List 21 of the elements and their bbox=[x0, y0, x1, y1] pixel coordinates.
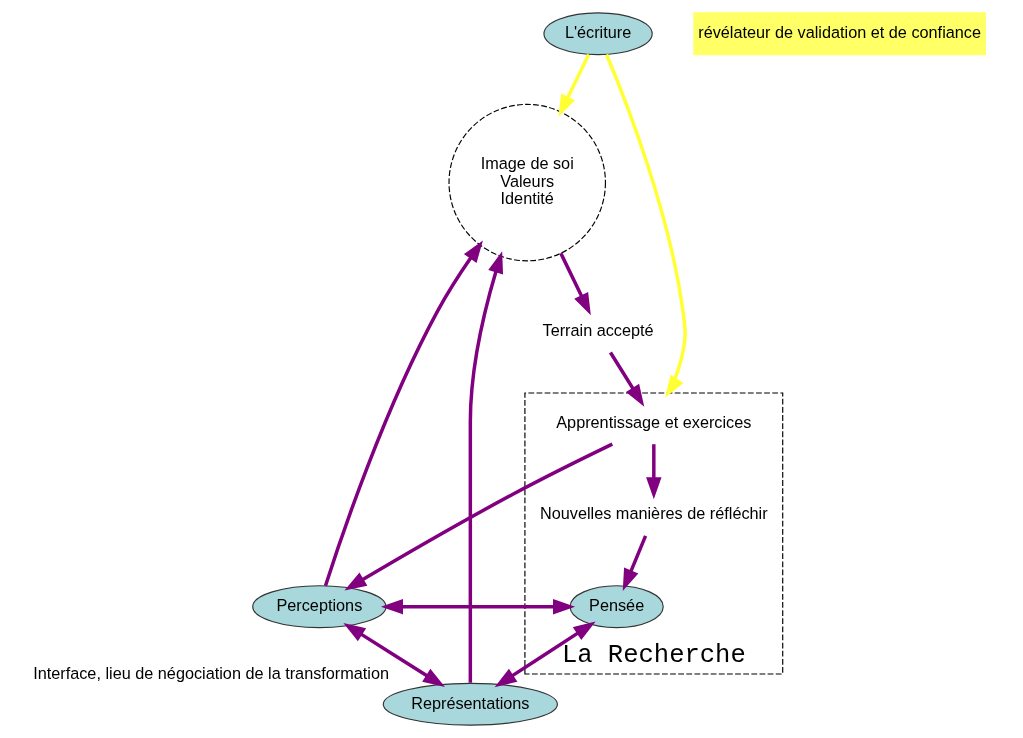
arrow bbox=[342, 622, 445, 688]
node-text: Apprentissage et exercices bbox=[555, 412, 751, 431]
node-text: Nouvelles manières de réfléchir bbox=[539, 504, 768, 523]
arrow bbox=[557, 53, 590, 117]
arrow bbox=[645, 444, 662, 500]
node-ellipse: Pensée bbox=[569, 585, 664, 629]
arrow bbox=[604, 53, 687, 398]
node-ellipse: Représentations bbox=[382, 682, 558, 726]
node-box: révélateur de validation et de confiance bbox=[692, 12, 986, 56]
arrow bbox=[343, 442, 613, 591]
node-label: Interface, lieu de négociation de la transformation bbox=[32, 663, 389, 682]
arrow bbox=[608, 351, 644, 407]
arrow bbox=[494, 621, 596, 688]
arrow bbox=[323, 240, 483, 587]
node-ellipse: Perceptions bbox=[251, 585, 387, 629]
node-ellipse: L'écriture bbox=[542, 12, 653, 56]
arrow bbox=[558, 252, 591, 316]
node-text: Terrain accepté bbox=[542, 320, 654, 339]
arrow bbox=[468, 251, 503, 683]
arrow bbox=[380, 598, 575, 615]
arrow bbox=[622, 535, 647, 591]
